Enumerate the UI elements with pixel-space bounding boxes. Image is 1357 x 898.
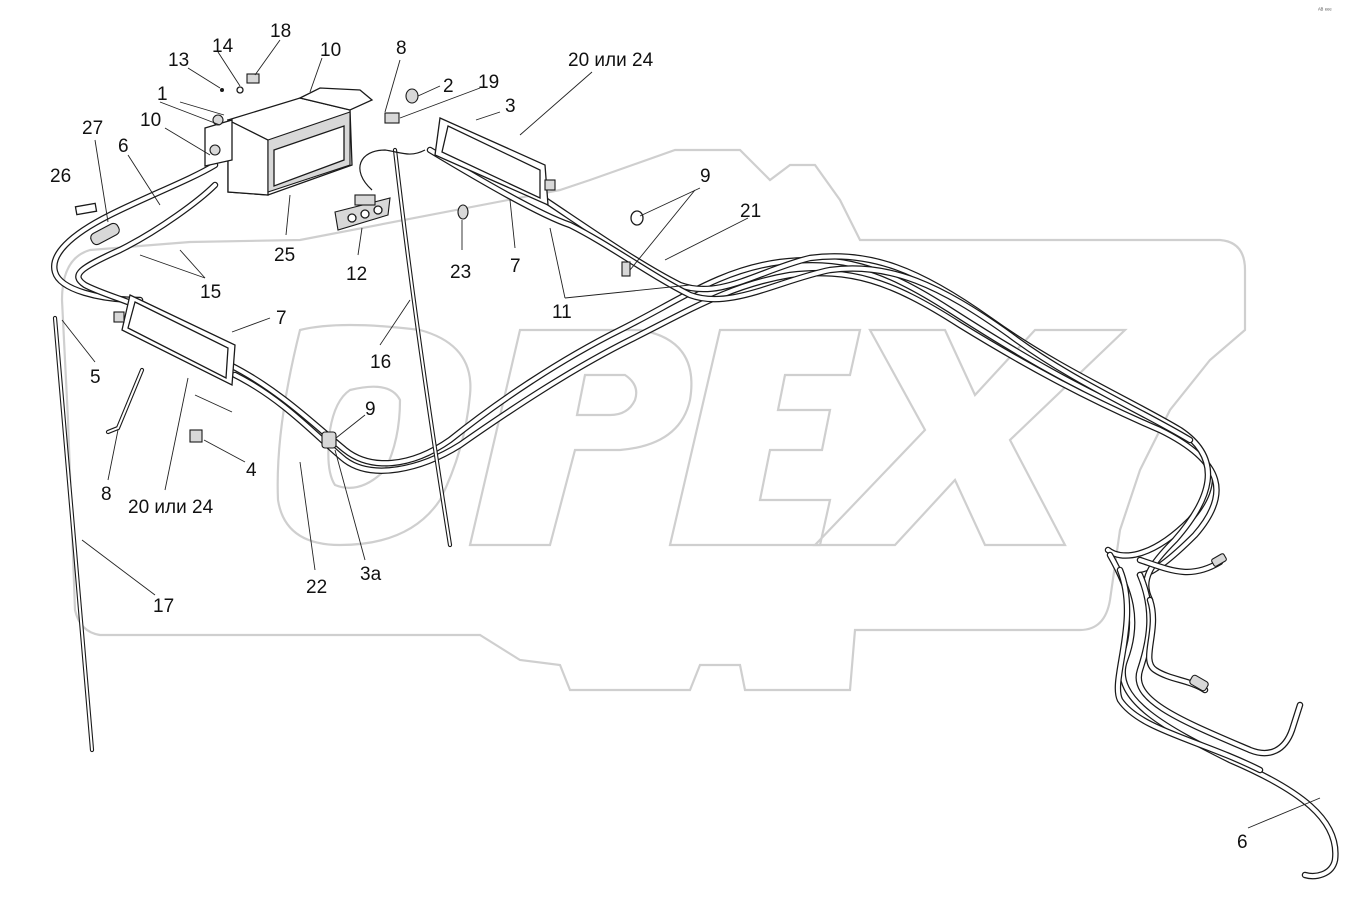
callout-15: 15 [200,282,221,303]
elbow-pipe-8 [105,367,145,435]
callout-2: 2 [443,76,454,97]
leader-lines [61,39,1321,829]
callout-7-right: 7 [510,256,521,277]
hose-clamp-9-upper [621,261,631,277]
callout-20-or-24-bottom: 20 или 24 [128,497,214,518]
callout-16: 16 [370,352,391,373]
callout-23: 23 [450,262,471,283]
control-panel-12 [334,194,391,231]
plate-18 [246,73,260,84]
air-distributor-3 [434,117,556,207]
corner-mark: ᴬᴮ ᵉᵉᵉ [1317,6,1332,14]
hose-clamp-9-lower [321,431,337,449]
callout-22: 22 [306,577,327,598]
callout-labels: 13 14 18 10 8 2 19 20 или 24 3 1 27 10 6… [50,21,1248,853]
callout-13: 13 [168,50,189,71]
callout-8-bottom: 8 [101,484,112,505]
label-26 [74,202,98,216]
fastener-13 [220,88,224,92]
clamp-2 [405,88,419,104]
hose-main-loop-d [231,269,1220,579]
watermark-letter-e [668,328,862,547]
hose-sleeve-27 [90,222,120,246]
callout-11: 11 [552,302,572,323]
callout-25: 25 [274,245,295,266]
callout-9-bottom: 9 [365,399,376,420]
hose-right-tail-a [1106,551,1339,880]
callout-26: 26 [50,166,71,187]
callout-3a: 3а [360,564,382,585]
air-distributor-3a [113,294,236,387]
watermark-letter-p [468,328,693,547]
wire-harness-12 [359,149,426,191]
callout-14: 14 [212,36,234,57]
small-parts [74,73,644,443]
callout-7-left: 7 [276,308,287,329]
grommet-14 [236,86,244,94]
callout-9-right: 9 [700,166,711,187]
hose-main-loop-a [51,161,219,304]
callout-17: 17 [153,596,174,617]
callout-20-or-24-top: 20 или 24 [568,50,654,71]
callout-4: 4 [246,460,257,481]
callout-1: 1 [157,84,168,105]
watermark-letter-x [812,328,1128,547]
callout-3: 3 [505,96,516,117]
hose-end-fitting-right [1189,674,1209,692]
drain-tube-17 [52,315,95,753]
grommet-9 [630,210,644,226]
bracket-4 [189,429,203,443]
hose-right-tail-e [1114,566,1264,774]
callout-21: 21 [740,201,761,222]
sensor-19 [384,112,400,124]
hose-main-loop-b [75,181,219,309]
hose-main-loop-c [226,256,1214,559]
drain-tube-16 [392,147,453,548]
callout-19: 19 [478,72,499,93]
clamp-23 [457,204,469,220]
heater-unit-25 [204,87,374,196]
callout-27: 27 [82,118,103,139]
hose-bundle [51,146,1339,880]
callout-10-top: 10 [320,40,341,61]
hose-right-tail-d [1136,556,1224,576]
callout-10-left: 10 [140,110,161,131]
hose-right-upper-b [426,146,1194,444]
hose-end-fitting-right-b [1211,553,1227,567]
hose-right-tail-b [1135,571,1304,757]
callout-12: 12 [346,264,367,285]
callout-8-top: 8 [396,38,407,59]
watermark-gear-outline [60,148,1247,692]
callout-6-right: 6 [1237,832,1248,853]
watermark-logo [60,148,1247,692]
callout-6-left: 6 [118,136,129,157]
callout-18: 18 [270,21,291,42]
callout-5: 5 [90,367,101,388]
hose-right-tail-c [1145,596,1209,694]
